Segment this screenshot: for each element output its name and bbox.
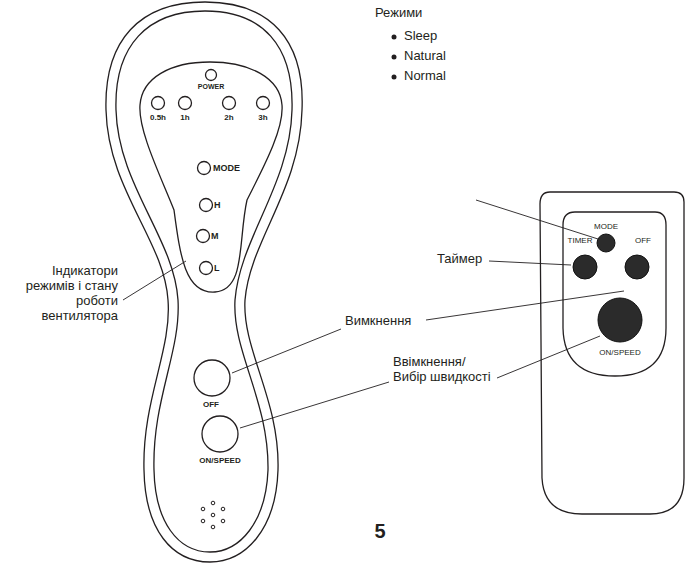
callout-text: Індикатори режимів і стану роботи вентил… xyxy=(8,264,118,324)
on-speed-button xyxy=(598,298,642,342)
button-label: OFF xyxy=(635,236,651,245)
list-item: Normal xyxy=(404,69,446,84)
leader-line xyxy=(476,200,598,239)
small-remote-panel xyxy=(563,212,666,376)
led-label: 3h xyxy=(258,113,267,122)
leader-line xyxy=(232,329,341,373)
button-label: ON/SPEED xyxy=(199,456,240,465)
leader-line xyxy=(123,261,186,300)
bullet xyxy=(392,75,397,80)
small-remote-outline xyxy=(540,192,684,514)
led-label: POWER xyxy=(198,83,224,91)
callout-text: Таймер xyxy=(437,252,482,267)
list-item: Natural xyxy=(404,49,446,64)
speed-led xyxy=(197,230,210,243)
callout-text: Вимкнення xyxy=(345,314,411,329)
timer-led xyxy=(223,97,236,110)
page-number: 5 xyxy=(374,520,385,543)
remote-outer-outline xyxy=(106,2,302,562)
button-label: ON/SPEED xyxy=(599,348,640,357)
callout-heading: Режими xyxy=(375,6,422,21)
timer-led xyxy=(257,97,270,110)
button-label: MODE xyxy=(594,222,618,231)
off-button xyxy=(194,360,230,396)
led-label: MODE xyxy=(213,163,240,173)
bullet xyxy=(392,35,397,40)
mode-button xyxy=(597,234,615,252)
leader-line xyxy=(497,336,600,378)
led-label: L xyxy=(214,263,220,273)
led-label: H xyxy=(214,200,221,210)
led-label: 1h xyxy=(180,113,189,122)
speed-led xyxy=(200,199,213,212)
led-label: M xyxy=(211,231,219,241)
list-item: Sleep xyxy=(404,29,437,44)
led-label: 2h xyxy=(224,113,233,122)
indicator-panel xyxy=(140,62,282,292)
callout-text: Ввімкнення/ Вибір швидкості xyxy=(393,355,501,385)
button-label: TIMER xyxy=(568,236,593,245)
led-label: 0.5h xyxy=(150,113,166,122)
button-label: OFF xyxy=(203,400,219,409)
remote-inner-outline xyxy=(116,11,292,552)
leader-line xyxy=(426,291,624,320)
timer-button xyxy=(573,255,597,279)
on-speed-button xyxy=(202,416,238,452)
mode-led xyxy=(198,162,211,175)
leader-line xyxy=(489,261,571,265)
leader-line xyxy=(240,382,389,428)
speed-led xyxy=(200,262,213,275)
timer-led xyxy=(179,97,192,110)
timer-led xyxy=(152,97,165,110)
off-button xyxy=(625,255,649,279)
power-led xyxy=(206,70,217,81)
speaker-holes xyxy=(201,501,225,529)
bullet xyxy=(392,55,397,60)
